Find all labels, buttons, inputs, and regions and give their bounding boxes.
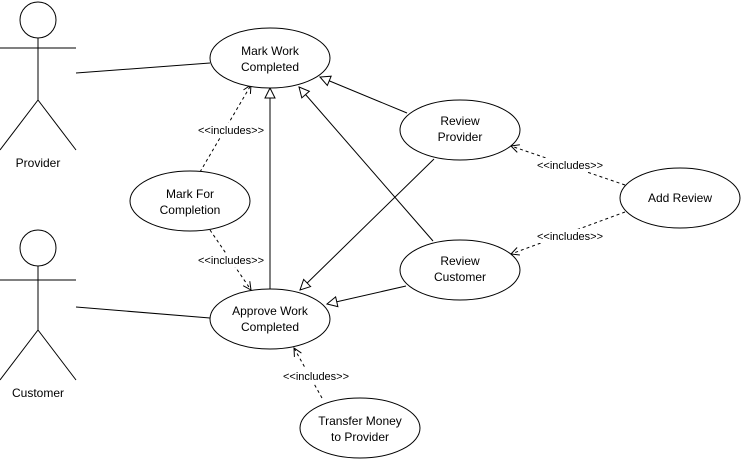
include-label-2: <<includes>> [196, 253, 266, 267]
include-label-1: <<includes>> [196, 123, 266, 137]
include-label-text: <<includes>> [283, 371, 349, 383]
generalization-review-customer-to-mark [299, 87, 434, 242]
use-case-label-line1: Review [440, 254, 480, 268]
actor-customer-label: Customer [12, 386, 64, 400]
actor-head [19, 229, 57, 267]
association-customer-approve-work [75, 306, 211, 319]
use-case-label-line2: to Provider [331, 430, 389, 444]
generalization-review-provider-to-approve [300, 158, 435, 290]
use-case-label-line2: Completed [241, 60, 299, 74]
actor-customer[interactable]: Customer [0, 229, 77, 400]
association-provider-mark-work [75, 62, 211, 74]
actor-head [19, 1, 57, 39]
use-case-label-line1: Approve Work [232, 304, 309, 318]
actor-provider[interactable]: Provider [0, 1, 77, 170]
use-case-approve-work-completed[interactable]: Approve Work Completed [209, 288, 331, 350]
actor-right-leg [37, 99, 77, 151]
include-label-text: <<includes>> [198, 125, 264, 137]
use-case-add-review[interactable]: Add Review [619, 167, 741, 229]
include-label-3: <<includes>> [535, 158, 605, 172]
use-case-label-line2: Completed [241, 320, 299, 334]
use-case-label-line1: Review [440, 114, 480, 128]
actor-left-leg [0, 329, 39, 381]
generalization-review-provider-to-mark [320, 77, 408, 114]
use-case-review-customer[interactable]: Review Customer [399, 239, 521, 301]
use-case-review-provider[interactable]: Review Provider [399, 99, 521, 161]
include-label-5: <<includes>> [281, 369, 351, 383]
include-label-4: <<includes>> [535, 229, 605, 243]
include-label-text: <<includes>> [198, 255, 264, 267]
use-case-label-line1: Add Review [648, 191, 712, 205]
actor-provider-label: Provider [16, 156, 61, 170]
use-case-label-line2: Completion [160, 203, 221, 217]
use-case-label-line2: Customer [434, 270, 486, 284]
use-case-label-line1: Mark For [166, 187, 214, 201]
use-case-label-line1: Mark Work [241, 44, 300, 58]
actor-left-leg [0, 99, 39, 151]
generalization-review-customer-to-approve [327, 285, 407, 304]
include-label-text: <<includes>> [537, 160, 603, 172]
use-case-mark-work-completed[interactable]: Mark Work Completed [209, 27, 331, 89]
include-label-text: <<includes>> [537, 231, 603, 243]
use-case-label-line1: Transfer Money [318, 414, 402, 428]
use-case-label-line2: Provider [438, 130, 483, 144]
use-case-transfer-money[interactable]: Transfer Money to Provider [299, 397, 421, 459]
use-case-mark-for-completion[interactable]: Mark For Completion [129, 170, 251, 232]
actor-right-leg [37, 329, 77, 381]
